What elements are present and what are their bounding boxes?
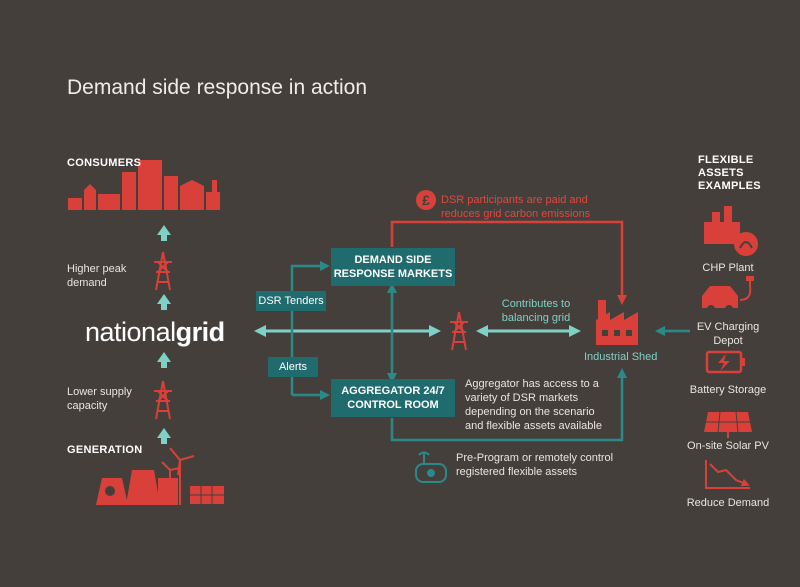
asset-label-ev: EV Charging Depot <box>696 321 760 347</box>
generation-label: GENERATION <box>67 444 143 456</box>
aggregator-note: Aggregator has access to a variety of DS… <box>465 378 602 432</box>
payment-line <box>390 220 627 305</box>
asset-label-battery: Battery Storage <box>689 384 767 396</box>
svg-text:£: £ <box>422 192 430 208</box>
industrial-shed-label: Industrial Shed <box>584 351 658 363</box>
higher-peak-demand-label: Higher peak demand <box>67 263 127 289</box>
aggregator-control-room-box: AGGREGATOR 24/7 CONTROL ROOM <box>331 379 455 417</box>
solar-panel-icon <box>704 411 752 438</box>
alerts-tag: Alerts <box>268 357 318 377</box>
pound-icon: £ <box>416 190 436 210</box>
industrial-shed-icon <box>596 300 638 345</box>
pylon-icons <box>154 251 468 420</box>
left-demand-arrows <box>157 225 171 444</box>
asset-label-solar: On-site Solar PV <box>687 440 769 452</box>
brand-light: national <box>85 317 176 347</box>
battery-icon <box>705 350 745 374</box>
page-title: Demand side response in action <box>67 76 368 99</box>
lower-supply-capacity-label: Lower supply capacity <box>67 386 132 412</box>
paid-note: DSR participants are paid and reduces gr… <box>441 194 591 220</box>
control-note: Pre-Program or remotely control register… <box>456 452 614 478</box>
brand-bold: grid <box>175 317 226 347</box>
reduce-demand-chart-icon <box>705 460 750 489</box>
dsr-tenders-tag: DSR Tenders <box>256 291 326 311</box>
generation-plants-icon <box>96 447 224 505</box>
asset-label-reduce-demand: Reduce Demand <box>686 497 770 509</box>
consumers-label: CONSUMERS <box>67 157 142 169</box>
remote-control-icon <box>415 451 447 483</box>
dsr-connector-lines <box>290 261 690 442</box>
national-grid-logo: nationalgrid <box>85 317 225 348</box>
flexible-assets-header: FLEXIBLE ASSETS EXAMPLES <box>698 154 761 192</box>
contributes-note: Contributes to balancing grid <box>501 298 571 324</box>
ev-car-icon <box>702 276 754 313</box>
consumers-city-icon <box>68 160 220 210</box>
dsr-markets-box: DEMAND SIDE RESPONSE MARKETS <box>331 248 455 286</box>
chp-plant-icon <box>704 206 758 256</box>
asset-label-chp: CHP Plant <box>702 262 754 274</box>
